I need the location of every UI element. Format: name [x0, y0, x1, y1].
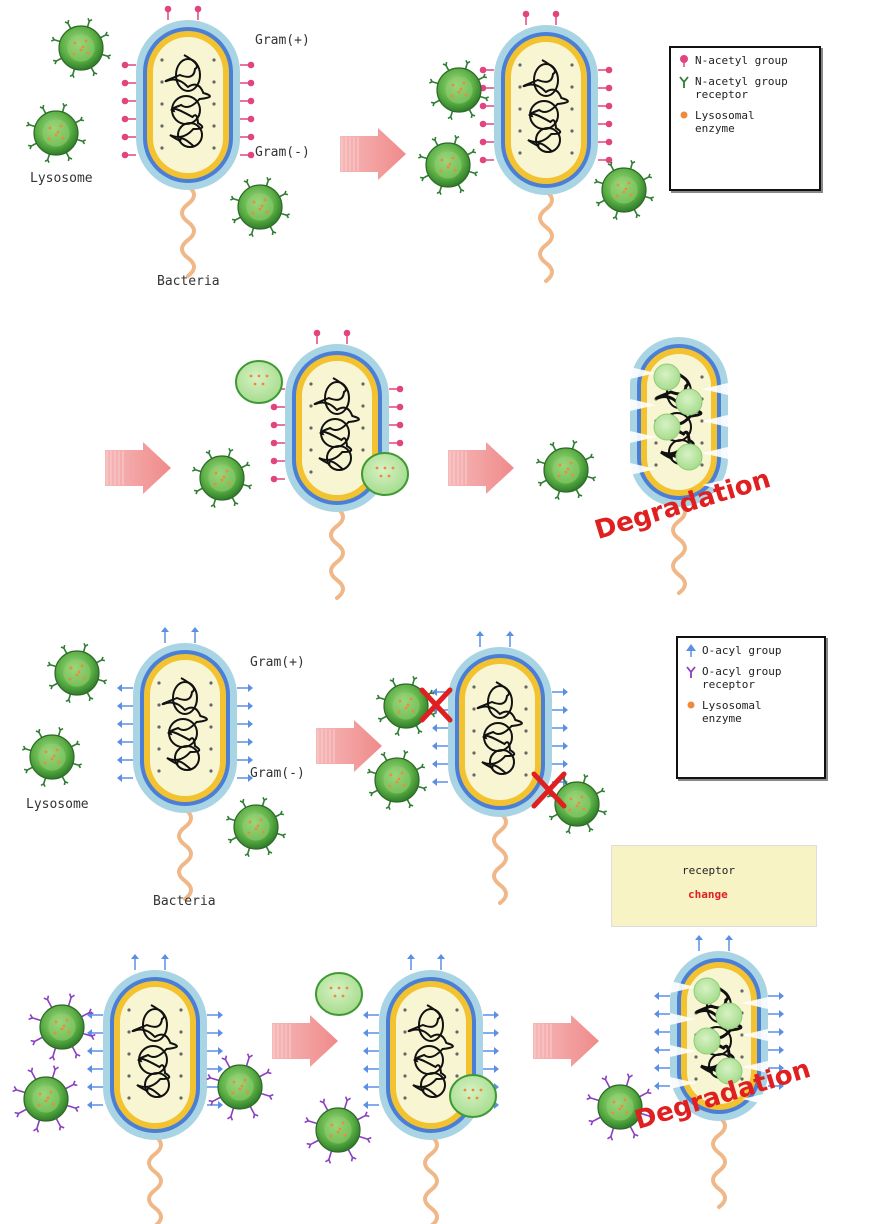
legend-item: Lysosomal enzyme — [679, 109, 811, 135]
block-cross-icon — [419, 687, 453, 723]
process-arrow — [533, 1015, 599, 1067]
block-cross-icon — [531, 771, 567, 809]
receptor-change-box: receptor change — [611, 845, 817, 927]
legend-text: O-acyl group — [702, 644, 782, 657]
green-y-receptor-icon — [679, 75, 695, 88]
legend-item: Lysosomal enzyme — [686, 699, 816, 725]
receptor-change-line2: change — [688, 888, 728, 901]
process-arrow — [105, 442, 171, 494]
blue-arrow-icon — [686, 644, 702, 657]
lysosome — [21, 726, 83, 788]
legend-text: N-acetyl group receptor — [695, 75, 788, 101]
orange-dot-icon — [686, 699, 702, 712]
bacterium-2b-degraded — [630, 337, 728, 595]
gram-positive-label: Gram(+) — [255, 33, 310, 48]
legend-item: N-acetyl group receptor — [679, 75, 811, 101]
bacterium-4c-degraded — [654, 935, 784, 1209]
lysosome — [304, 1096, 372, 1164]
lysosome-label: Lysosome — [30, 171, 93, 186]
bacterium-4b — [315, 954, 499, 1224]
lysosome — [593, 159, 655, 221]
lysosome — [225, 796, 287, 858]
legend-text: N-acetyl group — [695, 54, 788, 67]
legend-item: O-acyl group — [686, 644, 816, 657]
lysosome — [229, 176, 291, 238]
bacteria-label: Bacteria — [153, 894, 216, 909]
lysosome — [46, 642, 108, 704]
process-arrow — [272, 1015, 338, 1067]
gram-positive-label: Gram(+) — [250, 655, 305, 670]
lysosome — [206, 1053, 274, 1121]
process-arrow — [448, 442, 514, 494]
legend-text: O-acyl group receptor — [702, 665, 782, 691]
gram-negative-label: Gram(-) — [250, 766, 305, 781]
receptor-change-line1: receptor — [682, 864, 735, 877]
bacteria-label: Bacteria — [157, 274, 220, 289]
lysosome — [428, 59, 490, 121]
lysosome — [417, 134, 479, 196]
bacterium-4a — [87, 954, 223, 1224]
pink-pin-icon — [679, 54, 695, 67]
lysosome — [50, 17, 112, 79]
bacterium-3b — [432, 631, 568, 905]
bacterium-1b — [479, 10, 613, 283]
bacterium-3a — [117, 627, 253, 901]
lysosome — [12, 1065, 80, 1133]
legend-n-acetyl: N-acetyl group N-acetyl group receptor L… — [669, 46, 821, 191]
lysosome — [586, 1073, 654, 1141]
bacterium-2a — [235, 329, 409, 600]
legend-o-acyl: O-acyl group O-acyl group receptor Lysos… — [676, 636, 826, 779]
lysosome — [375, 675, 437, 737]
legend-text: Lysosomal enzyme — [695, 109, 755, 135]
purple-y-receptor-icon — [686, 665, 702, 678]
lysosome — [535, 439, 597, 501]
legend-item: N-acetyl group — [679, 54, 811, 67]
legend-text: Lysosomal enzyme — [702, 699, 762, 725]
lysosome — [28, 993, 96, 1061]
lysosome — [25, 102, 87, 164]
lysosome-label: Lysosome — [26, 797, 89, 812]
process-arrow — [316, 720, 382, 772]
gram-negative-label: Gram(-) — [255, 145, 310, 160]
lysosome — [366, 749, 428, 811]
process-arrow — [340, 128, 406, 180]
lysosome — [191, 447, 253, 509]
orange-dot-icon — [679, 109, 695, 122]
bacterium-1a — [121, 5, 255, 278]
legend-item: O-acyl group receptor — [686, 665, 816, 691]
